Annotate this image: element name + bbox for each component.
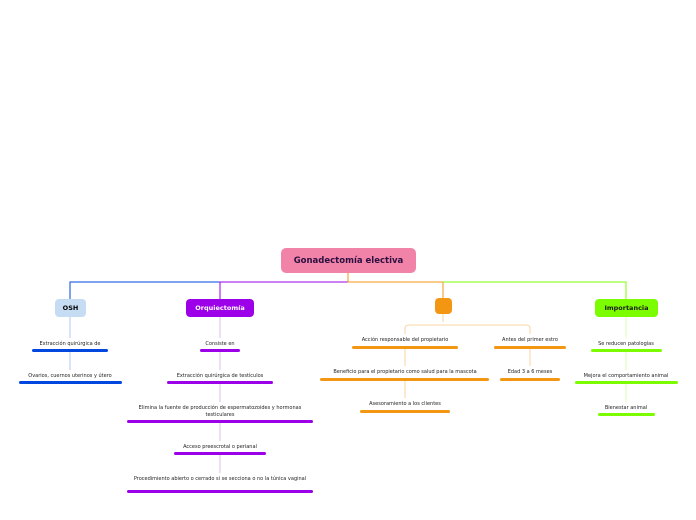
orq-bar-1 <box>200 349 240 352</box>
orange-item-beneficio[interactable]: Beneficio para el propietario como salud… <box>333 369 477 375</box>
orq-item-acceso[interactable]: Acceso preescrotal o perianal <box>183 444 257 450</box>
osh-item-extraccion[interactable]: Extracción quirúrgica de <box>39 341 101 347</box>
branch-osh[interactable]: OSH <box>55 299 86 317</box>
branch-orange[interactable] <box>435 298 452 314</box>
orq-bar-2 <box>167 381 273 384</box>
orq-item-consiste[interactable]: Consiste en <box>205 341 235 347</box>
orange-bar-3 <box>360 410 450 413</box>
orq-bar-3 <box>127 420 313 423</box>
branch-orquiectomia[interactable]: Orquiectomía <box>186 299 254 317</box>
orange-bar-4 <box>494 346 566 349</box>
imp-bar-1 <box>591 349 662 352</box>
orange-item-asesoramiento[interactable]: Asesoramiento a los clientes <box>369 401 441 407</box>
imp-bar-2 <box>575 381 678 384</box>
link-orquiectomia <box>219 281 348 299</box>
orange-item-accion[interactable]: Acción responsable del propietario <box>361 337 449 343</box>
orange-bar-2 <box>320 378 489 381</box>
osh-bar-2 <box>19 381 122 384</box>
orange-bar-1 <box>352 346 458 349</box>
orange-item-edad[interactable]: Edad 3 a 6 meses <box>507 369 553 375</box>
branch-importancia[interactable]: Importancia <box>595 299 658 317</box>
link-osh <box>69 273 349 299</box>
orq-bar-4 <box>174 452 266 455</box>
orq-item-procedimiento[interactable]: Procedimiento abierto o cerrado si se se… <box>133 476 307 482</box>
imp-item-patologias[interactable]: Se reducen patologías <box>598 341 654 347</box>
orq-item-elimina[interactable]: Elimina la fuente de producción de esper… <box>138 405 302 418</box>
imp-bar-3 <box>598 413 655 416</box>
orange-item-antes[interactable]: Antes del primer estro <box>502 337 558 343</box>
root-node[interactable]: Gonadectomía electiva <box>281 248 416 273</box>
orq-bar-5 <box>127 490 313 493</box>
imp-item-bienestar[interactable]: Bienestar animal <box>604 405 648 411</box>
orange-bar-5 <box>500 378 560 381</box>
orq-item-extraccion[interactable]: Extracción quirúrgica de testículos <box>176 373 264 379</box>
osh-item-ovarios[interactable]: Ovarios, cuernos uterinos y útero <box>28 373 112 379</box>
link-importancia <box>443 281 627 299</box>
osh-bar-1 <box>32 349 108 352</box>
link-orange <box>347 273 444 299</box>
link-orange-split <box>404 324 531 334</box>
imp-item-comportamiento[interactable]: Mejora el comportamiento animal <box>583 373 669 379</box>
